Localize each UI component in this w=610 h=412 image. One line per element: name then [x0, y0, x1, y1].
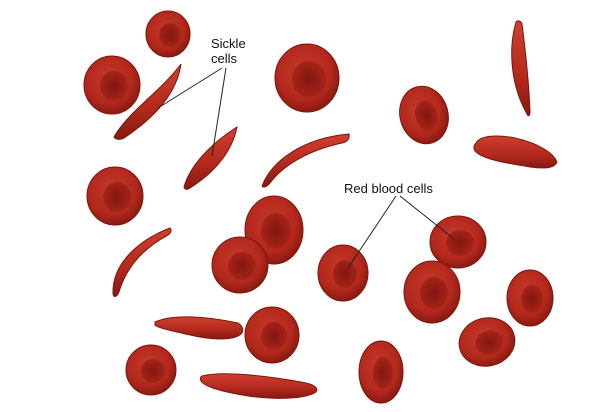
rbc-13	[244, 306, 300, 364]
sickle-label-line1: Sickle	[211, 36, 246, 51]
rbc-8	[317, 244, 369, 302]
rbc-12	[458, 317, 516, 367]
sickle-cell-1	[113, 63, 182, 140]
sickle-cell-8	[199, 373, 318, 399]
sickle-cell-2	[183, 125, 238, 190]
rbc-2	[83, 55, 141, 115]
rbc-5	[86, 166, 144, 226]
sickle-cell-4	[511, 20, 531, 117]
sickle-cell-3	[261, 133, 350, 188]
rbc-15	[358, 340, 404, 404]
sickle-cell-5	[473, 135, 558, 169]
rbc-4	[399, 85, 449, 145]
rbc-leader-lines	[347, 195, 455, 269]
sickle-cells-label: Sickle cells	[211, 36, 246, 66]
red-blood-cells-label: Red blood cells	[344, 181, 433, 196]
sickle-cell-6	[112, 227, 172, 297]
rbc-9	[429, 215, 487, 269]
rbc-7	[211, 236, 269, 294]
sickle-cell-7	[154, 316, 244, 340]
rbc-1	[145, 10, 191, 58]
rbc-11	[506, 269, 554, 327]
rbc-3	[274, 43, 340, 113]
rbc-14	[125, 344, 177, 396]
sickle-leader-lines	[157, 67, 227, 157]
rbc-10	[403, 260, 461, 324]
sickle-label-line2: cells	[211, 51, 238, 66]
